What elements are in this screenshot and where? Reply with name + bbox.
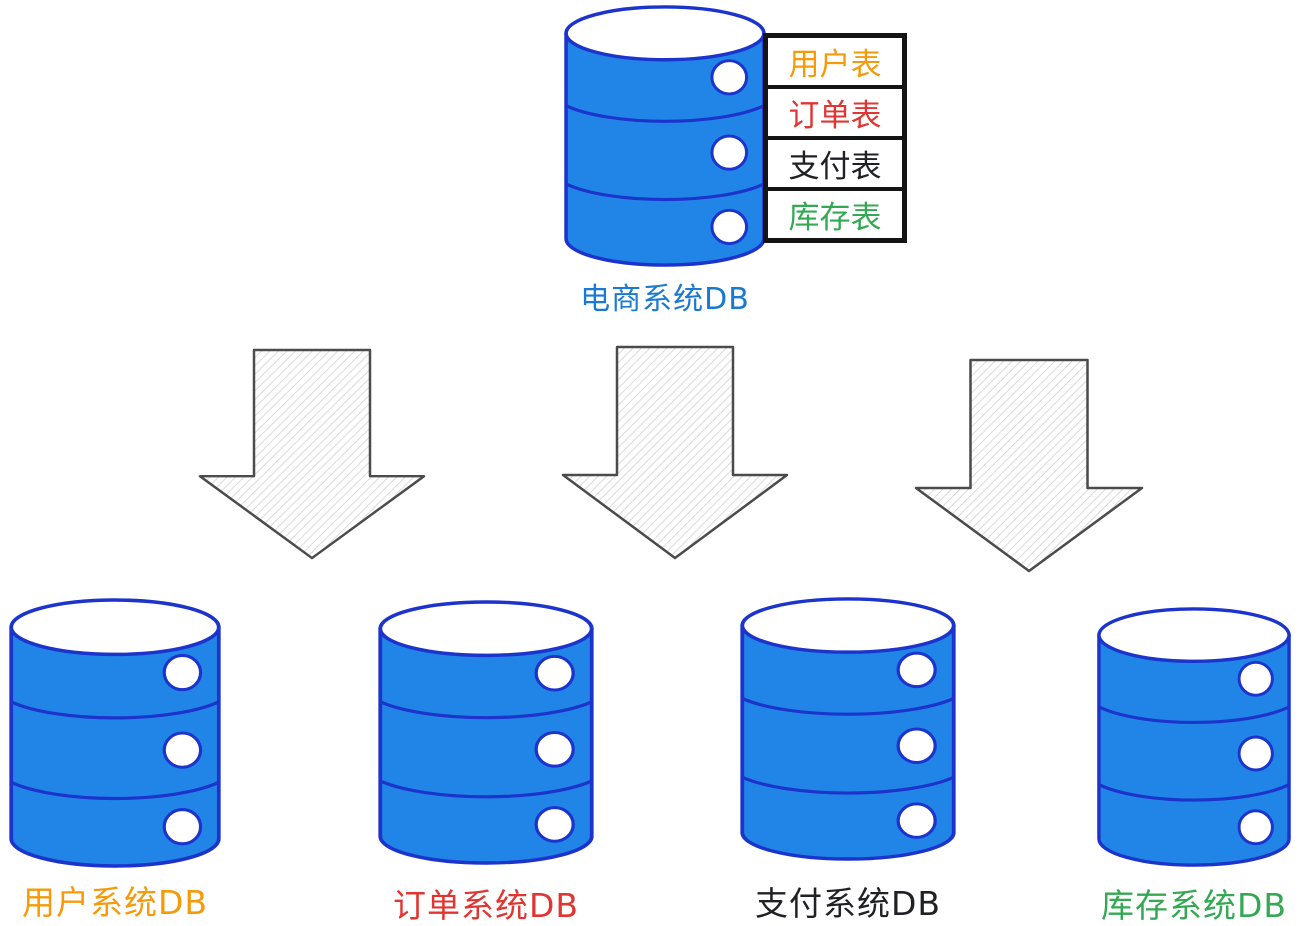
target-db-label: 库存系统DB [1100, 886, 1288, 925]
source-db-label: 电商系统DB [580, 282, 750, 317]
table-row-label: 订单表 [788, 98, 882, 134]
table-row: 支付表 [768, 140, 902, 191]
table-row: 订单表 [768, 89, 902, 140]
split-arrow-icon [914, 358, 1144, 573]
table-row-label: 支付表 [788, 149, 882, 185]
target-db-label: 订单系统DB [392, 886, 580, 925]
inventory-db-icon [1097, 607, 1291, 867]
user-db-icon [9, 598, 221, 868]
order-db-icon [378, 600, 594, 865]
table-row: 用户表 [768, 38, 902, 89]
source-tables-list: 用户表 订单表 支付表 库存表 [763, 33, 907, 243]
payment-db-icon [740, 597, 956, 861]
target-db-label: 支付系统DB [754, 884, 942, 923]
split-arrow-icon [198, 348, 426, 560]
table-row-label: 库存表 [788, 200, 882, 236]
source-db-icon [564, 5, 766, 267]
split-arrow-icon [561, 345, 789, 560]
table-row: 库存表 [768, 191, 902, 238]
table-row-label: 用户表 [788, 47, 882, 83]
target-db-label: 用户系统DB [21, 883, 209, 922]
